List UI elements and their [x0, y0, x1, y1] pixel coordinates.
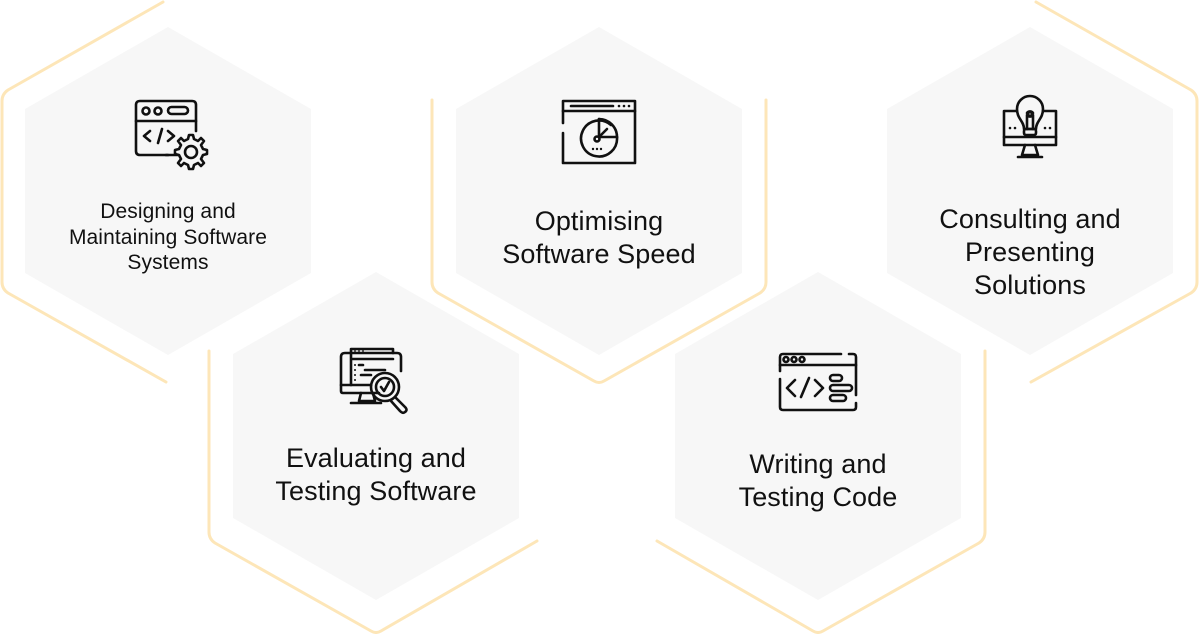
- monitor-lightbulb-icon: [1000, 93, 1060, 163]
- hex-outline-consulting: [1029, 0, 1199, 384]
- label-line: Maintaining Software: [68, 225, 268, 249]
- service-label: Consulting and Presenting Solutions: [939, 203, 1121, 302]
- service-card-designing: Designing and Maintaining Software Syste…: [28, 97, 308, 276]
- label-line: Optimising: [534, 206, 664, 236]
- service-label: Writing and Testing Code: [739, 448, 898, 514]
- label-line: Writing and: [749, 449, 887, 479]
- browser-code-gear-icon: [128, 97, 209, 177]
- hex-outline-designing: [0, 0, 168, 384]
- label-line: Testing Software: [275, 475, 477, 506]
- label-line: Testing Code: [738, 481, 898, 512]
- hex-fill-evaluating: [233, 272, 519, 600]
- hex-fill-optimising: [456, 27, 742, 355]
- service-label: Designing and Maintaining Software Syste…: [69, 199, 267, 276]
- hex-fill-designing: [25, 27, 311, 355]
- hex-fill-writing: [675, 272, 961, 600]
- label-line: Software Speed: [502, 238, 696, 269]
- label-line: Systems: [127, 251, 209, 275]
- service-card-evaluating: Evaluating and Testing Software: [236, 345, 516, 508]
- service-card-consulting: Consulting and Presenting Solutions: [890, 93, 1170, 302]
- label-line: Solutions: [974, 269, 1086, 300]
- hex-outline-evaluating: [207, 349, 539, 634]
- service-label: Optimising Software Speed: [502, 205, 696, 271]
- browser-speed-gauge-icon: [559, 97, 639, 167]
- hex-outline-writing: [655, 349, 987, 634]
- hex-fill-consulting: [887, 27, 1173, 355]
- label-line: Designing and: [100, 200, 236, 223]
- service-card-optimising: Optimising Software Speed: [459, 97, 739, 271]
- label-line: Presenting: [964, 236, 1096, 267]
- label-line: Evaluating and: [285, 443, 467, 473]
- service-card-writing: Writing and Testing Code: [678, 351, 958, 514]
- monitor-magnifier-check-icon: [339, 345, 414, 420]
- service-label: Evaluating and Testing Software: [275, 442, 476, 508]
- hex-outline-optimising: [430, 98, 768, 384]
- label-line: Consulting and: [939, 204, 1121, 234]
- browser-code-lines-icon: [777, 351, 859, 413]
